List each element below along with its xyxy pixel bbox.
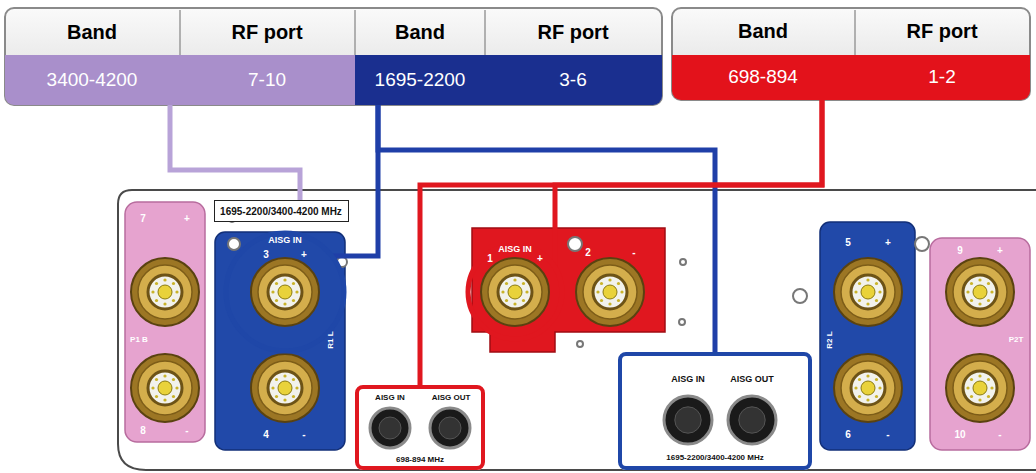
node-text: 698-894 MHz — [396, 456, 444, 465]
pink-plate — [125, 202, 205, 442]
node-text: AISG IN — [671, 375, 705, 385]
port-label: 6 — [845, 429, 851, 440]
table-header: Band — [67, 21, 117, 43]
node-text: AISG IN — [268, 236, 302, 246]
blue-plate — [820, 222, 915, 450]
port-label: 9 — [957, 245, 963, 256]
port-label: R2 L — [826, 331, 835, 348]
connector-line — [420, 100, 822, 385]
node-text: 3400-4200 — [47, 70, 138, 91]
rf-connector — [131, 354, 199, 422]
band-row: 698-894 1-2 — [672, 55, 1030, 100]
aisg-sockets — [370, 396, 776, 448]
rf-connector — [251, 354, 319, 422]
port-label: - — [302, 429, 305, 440]
rf-connector — [834, 354, 902, 422]
band-label-box: 1695-2200/3400-4200 MHz — [214, 200, 349, 222]
rf-connector — [834, 258, 902, 326]
node-text: 1695-2200/3400-4200 MHz — [666, 454, 763, 463]
rf-connector — [946, 354, 1014, 422]
blue-plate — [215, 232, 345, 450]
port-label: P1 B — [130, 336, 148, 345]
port-label: + — [184, 213, 190, 224]
port-label: 1 — [487, 253, 493, 264]
port-label: 4 — [263, 429, 269, 440]
port-label: 8 — [140, 425, 146, 436]
table-header: RF port — [537, 21, 608, 43]
port-label: 3 — [263, 249, 269, 260]
node-text: 1695-2200 — [375, 70, 466, 91]
connector-line — [378, 105, 715, 352]
node-text: 3-6 — [559, 70, 586, 91]
port-label: R1 L — [327, 331, 336, 348]
node-text: AISG IN — [375, 394, 405, 403]
red-plate — [472, 228, 665, 352]
antenna-housing — [118, 190, 1036, 470]
table-header: Band — [738, 20, 788, 42]
highlight-circle: AISG IN — [465, 242, 565, 342]
port-label: P2T — [1009, 336, 1024, 345]
port-label: + — [537, 253, 543, 264]
table-header: RF port — [231, 21, 302, 43]
rf-connector — [946, 258, 1014, 326]
node-text: 1-2 — [928, 67, 955, 88]
port-label: 2 — [585, 247, 591, 258]
aisg-box-ground — [618, 352, 812, 470]
node-text: 698-894 — [728, 67, 798, 88]
rf-connector — [576, 258, 644, 326]
port-label: 10 — [954, 429, 965, 440]
circle-outline — [465, 242, 565, 342]
band-row: 3400-4200 7-10 — [5, 55, 355, 105]
node-text: AISG IN — [498, 245, 532, 255]
node-text: 1695-2200/3400-4200 MHz — [220, 205, 342, 216]
rf-connector — [251, 258, 319, 326]
rf-connector — [481, 258, 549, 326]
port-label: - — [886, 429, 889, 440]
connector-line — [332, 105, 378, 256]
port-label: + — [885, 237, 891, 248]
rf-connector — [131, 258, 199, 326]
rf-connectors — [131, 258, 1014, 422]
port-label: - — [998, 429, 1001, 440]
table-header: Band — [395, 21, 445, 43]
connector-line — [170, 105, 300, 200]
port-label: + — [997, 245, 1003, 256]
pink-plate — [930, 238, 1030, 450]
aisg-box-ground — [355, 385, 485, 470]
port-label: + — [301, 249, 307, 260]
node-text: AISG OUT — [432, 394, 471, 403]
table-dividers — [180, 10, 855, 55]
aisg-box: AISG IN AISG OUT 1695-2200/3400-4200 MHz — [618, 352, 812, 470]
port-label: - — [185, 425, 188, 436]
table-frame — [672, 8, 1030, 100]
port-label: 7 — [140, 213, 146, 224]
node-text: 7-10 — [248, 70, 286, 91]
table-frame — [5, 8, 662, 105]
band-row: 1695-2200 3-6 — [355, 55, 662, 105]
node-text: AISG OUT — [730, 375, 774, 385]
table-header: RF port — [906, 20, 977, 42]
port-label: 5 — [845, 237, 851, 248]
port-label: - — [632, 247, 635, 258]
aisg-box: AISG IN AISG OUT 698-894 MHz — [355, 385, 485, 470]
